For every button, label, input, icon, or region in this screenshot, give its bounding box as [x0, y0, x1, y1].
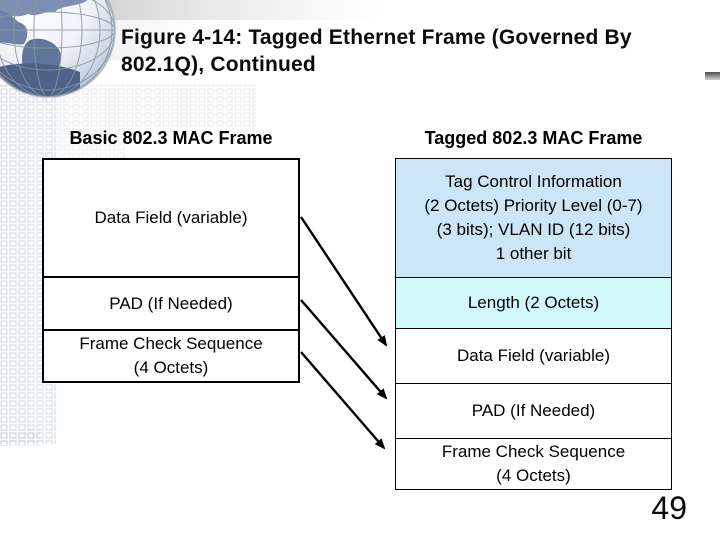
basic-row-data-field: Data Field (variable) [94, 208, 248, 227]
edge-dash-decoration [705, 72, 720, 80]
arrow-data-field [300, 216, 388, 347]
corner-shading [0, 0, 430, 20]
digital-pattern-patch [56, 84, 256, 128]
tagged-frame-box: Tag Control Information (2 Octets) Prior… [395, 158, 672, 490]
globe-icon [0, 0, 116, 98]
tagged-frame-header: Tagged 802.3 MAC Frame [424, 128, 643, 148]
tagged-row-data-field: Data Field (variable) [396, 328, 671, 383]
basic-row-pad: PAD (If Needed) [44, 276, 298, 329]
page-number: 49 [651, 490, 687, 526]
arrow-fcs [300, 351, 386, 450]
tagged-row-tag-control: Tag Control Information (2 Octets) Prior… [396, 159, 671, 277]
page-title: Figure 4-14: Tagged Ethernet Frame (Gove… [121, 26, 632, 76]
arrow-pad [300, 299, 388, 400]
basic-frame-box: Data Field (variable) PAD (If Needed) Fr… [42, 158, 300, 383]
tagged-row-fcs: Frame Check Sequence (4 Octets) [396, 438, 671, 489]
tagged-row-pad: PAD (If Needed) [396, 383, 671, 438]
basic-row-fcs: Frame Check Sequence (4 Octets) [44, 329, 298, 381]
tagged-row-length: Length (2 Octets) [396, 277, 671, 328]
basic-frame-header: Basic 802.3 MAC Frame [69, 128, 273, 148]
